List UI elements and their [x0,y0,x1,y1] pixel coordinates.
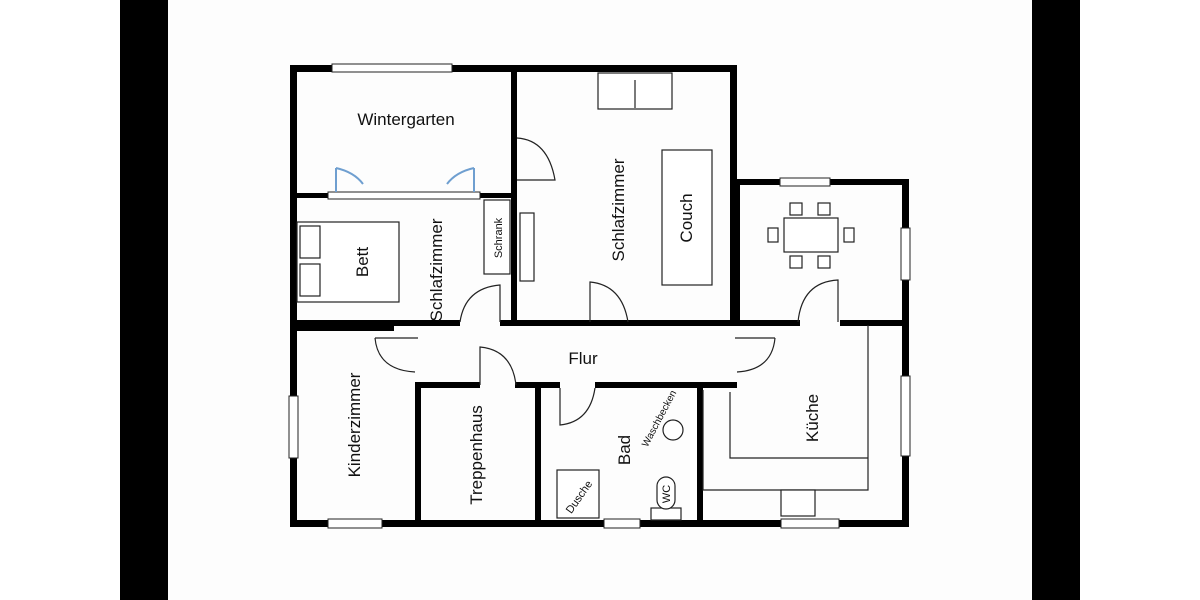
window-dining-top [779,177,831,187]
room-label-treppenhaus: Treppenhaus [467,405,486,505]
doors[interactable] [374,137,839,426]
chair-icon [843,227,855,243]
room-label-flur: Flur [568,349,598,368]
wall-kinderzimmer-right [415,382,421,524]
door-kinderzimmer [374,337,418,373]
glass-door-frame [327,191,481,200]
walls [290,65,909,527]
window-kueche-bottom [780,518,840,529]
washbasin-icon [662,419,684,441]
wardrobe-icon [483,199,511,275]
pillow-icon [299,225,321,259]
door-schlafzimmer-top [516,137,556,181]
room-label-kueche: Küche [803,394,822,442]
wall-treppenhaus-right [535,382,541,524]
door-schlafzimmer-bottom [589,281,629,323]
room-label-kinderzimmer: Kinderzimmer [345,372,364,477]
door-bad [559,387,596,426]
chair-icon [817,255,831,269]
glass-door-swing-icon [335,167,475,192]
window-dining-right [900,227,911,281]
window-kueche [900,375,911,457]
window-bad [603,518,641,529]
wall-corridor-bottom-3 [595,382,737,388]
chair-icon [767,227,779,243]
window-kinderzimmer-left [288,395,299,459]
window-kinderzimmer-bottom [327,518,383,529]
chair-icon [789,202,803,216]
furniture-label-couch: Couch [677,193,696,242]
stove-sink-icon [780,489,816,517]
room-label-wintergarten: Wintergarten [357,110,454,129]
window-wintergarten [331,63,453,73]
door-dining [797,279,839,323]
left-frame-bar [120,0,168,600]
door-treppenhaus [479,346,517,386]
wall-bottom [290,520,909,527]
wc-bowl-icon [656,476,676,510]
wall-left [290,65,297,527]
right-frame-bar [1032,0,1080,600]
wall-schlafzimmer-bottom [290,320,460,326]
shower-icon [556,469,600,519]
wall-schlafzimmer-right [730,65,737,325]
wall-bad-right [697,382,703,524]
windows [288,63,911,529]
wall-dining-left [735,181,740,326]
wall-right [902,179,909,527]
kitchen-counter-edge [729,392,868,459]
dining-table-icon [783,217,839,253]
pillow-icon [299,263,321,297]
door-kueche [735,337,776,373]
room-label-bad: Bad [615,435,634,465]
furniture-label-schrank: Schrank [493,217,505,258]
chair-icon [789,255,803,269]
furniture-label-wc: WC [661,485,673,503]
tv-icon [519,212,535,282]
wall-dining-bottom [840,320,908,326]
chair-icon [817,202,831,216]
couch-icon [661,149,713,286]
wall-corridor-top [500,320,800,326]
room-label-schlafzimmer-large: Schlafzimmer [609,158,628,261]
wall-middle-vertical [511,65,517,325]
furniture-label-bett: Bett [353,247,372,278]
wall-kinderzimmer-top [290,326,394,331]
door-schlafzimmer-small [459,284,501,323]
wc-tank-icon [650,507,682,521]
wall-corridor-bottom-1 [415,382,480,388]
room-label-schlafzimmer-small: Schlafzimmer [427,218,446,321]
